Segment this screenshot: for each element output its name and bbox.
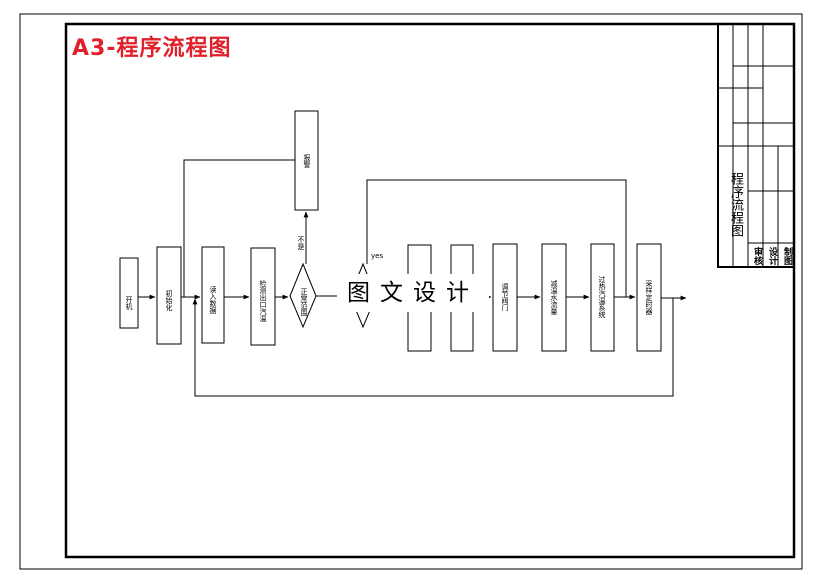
node-init <box>156 246 182 345</box>
outer-border <box>19 13 803 570</box>
label-steam: 过热汽温系统 <box>598 276 606 318</box>
label-init: 初始化 <box>165 290 173 311</box>
watermark-text: 图文设计 <box>337 274 489 312</box>
label-read: 读入数据 <box>209 286 217 314</box>
title-block <box>717 23 795 268</box>
node-read <box>201 246 225 344</box>
label-valve: 调节阀门 <box>501 283 509 311</box>
edge-label-yes: yes <box>371 252 384 260</box>
title-block-row-draw: 制图 <box>782 247 792 265</box>
node-start <box>119 257 139 329</box>
node-valve <box>492 243 518 352</box>
connectors <box>138 159 687 397</box>
label-timer: 采样定时器 <box>645 280 653 315</box>
label-alarm: 报警 <box>303 154 311 168</box>
title-block-drawing-name: 程序流程图 <box>728 172 743 237</box>
node-normal-decision <box>289 262 317 329</box>
label-detect: 检测出口汽温 <box>259 280 267 322</box>
title-block-row-review: 审核 <box>752 247 762 265</box>
label-start: 开机 <box>125 296 133 310</box>
node-detect <box>250 247 276 346</box>
label-reduce: 减温水流量 <box>550 280 558 315</box>
node-timer <box>636 243 662 352</box>
drawing-title: A3-程序流程图 <box>72 36 232 61</box>
inner-frame <box>64 22 796 559</box>
label-normal: 正常范围 <box>300 288 308 316</box>
title-block-row-design: 设计 <box>767 247 777 265</box>
edge-label-no: 不是 <box>297 236 305 250</box>
